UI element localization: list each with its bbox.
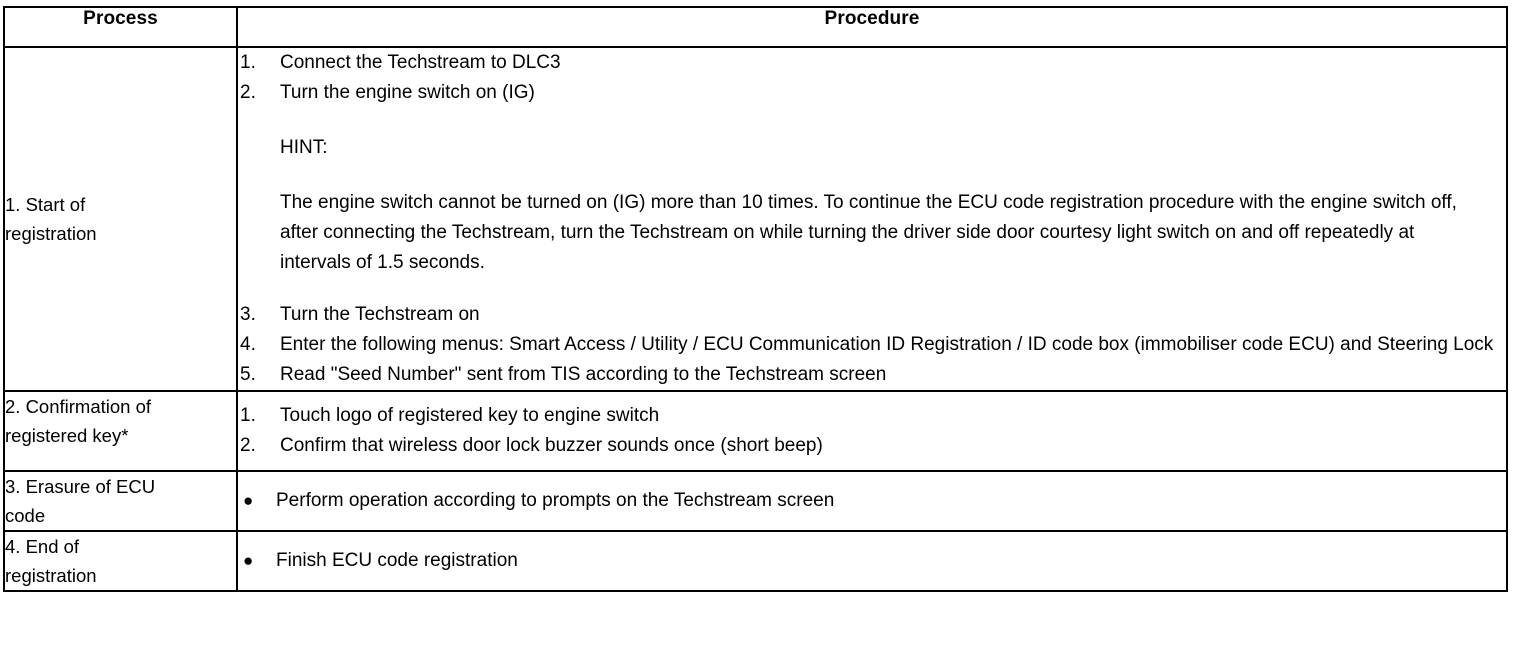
- list-item: 1. Connect the Techstream to DLC3: [238, 48, 1506, 78]
- step-number: 1.: [240, 52, 256, 73]
- numbered-step-list: 1. Touch logo of registered key to engin…: [238, 401, 1506, 461]
- table-header-row: Process Procedure: [3, 6, 1508, 48]
- step-number: 1.: [240, 405, 256, 426]
- step-text: Read "Seed Number" sent from TIS accordi…: [280, 364, 887, 385]
- process-cell-erasure-of-ecu-code: 3. Erasure of ECU code: [3, 470, 238, 532]
- hint-label: HINT:: [280, 137, 328, 158]
- ecu-code-registration-procedure-table: Process Procedure 1. Start of registrati…: [3, 6, 1508, 592]
- numbered-step-list-after-hint: 3. Turn the Techstream on 4. Enter the f…: [238, 300, 1506, 390]
- step-text: Connect the Techstream to DLC3: [280, 52, 561, 73]
- procedure-cell-end-of-registration: ● Finish ECU code registration: [236, 530, 1508, 592]
- table-row: 3. Erasure of ECU code ● Perform operati…: [3, 470, 1508, 532]
- process-label: 1. Start of registration: [5, 194, 97, 244]
- step-text: Finish ECU code registration: [276, 550, 518, 571]
- table-row: 4. End of registration ● Finish ECU code…: [3, 530, 1508, 592]
- step-number: 5.: [240, 364, 256, 385]
- hint-block: HINT: The engine switch cannot be turned…: [238, 133, 1506, 278]
- bullet-step-list: ● Perform operation according to prompts…: [238, 486, 1506, 516]
- table-row: 2. Confirmation of registered key* 1. To…: [3, 390, 1508, 472]
- spacer: [238, 278, 1506, 300]
- list-item: 5. Read "Seed Number" sent from TIS acco…: [238, 360, 1506, 390]
- column-header-process: Process: [3, 6, 238, 48]
- step-text: Touch logo of registered key to engine s…: [280, 405, 660, 426]
- step-number: 4.: [240, 334, 256, 355]
- list-item: ● Finish ECU code registration: [238, 546, 1506, 576]
- bullet-step-list: ● Finish ECU code registration: [238, 546, 1506, 576]
- list-item: ● Perform operation according to prompts…: [238, 486, 1506, 516]
- procedure-cell-start-of-registration: 1. Connect the Techstream to DLC3 2. Tur…: [236, 46, 1508, 392]
- procedure-cell-erasure-of-ecu-code: ● Perform operation according to prompts…: [236, 470, 1508, 532]
- step-text: Turn the Techstream on: [280, 304, 480, 325]
- table-row: 1. Start of registration 1. Connect the …: [3, 46, 1508, 392]
- step-text: Enter the following menus: Smart Access …: [280, 334, 1494, 355]
- list-item: 4. Enter the following menus: Smart Acce…: [238, 330, 1506, 360]
- step-text: Perform operation according to prompts o…: [276, 490, 835, 511]
- process-label: 3. Erasure of ECU code: [5, 476, 156, 526]
- step-number: 3.: [240, 304, 256, 325]
- list-item: 3. Turn the Techstream on: [238, 300, 1506, 330]
- step-number: 2.: [240, 435, 256, 456]
- list-item: 2. Confirm that wireless door lock buzze…: [238, 431, 1506, 461]
- list-item: 2. Turn the engine switch on (IG): [238, 78, 1506, 108]
- step-text: Confirm that wireless door lock buzzer s…: [280, 435, 823, 456]
- bullet-icon: ●: [243, 491, 254, 510]
- procedure-cell-confirmation-of-registered-key: 1. Touch logo of registered key to engin…: [236, 390, 1508, 472]
- spacer: [238, 108, 1506, 133]
- column-header-procedure: Procedure: [236, 6, 1508, 48]
- numbered-step-list-before-hint: 1. Connect the Techstream to DLC3 2. Tur…: [238, 48, 1506, 108]
- process-cell-confirmation-of-registered-key: 2. Confirmation of registered key*: [3, 390, 238, 472]
- bullet-icon: ●: [243, 551, 254, 570]
- process-cell-end-of-registration: 4. End of registration: [3, 530, 238, 592]
- process-label: 4. End of registration: [5, 536, 97, 586]
- step-number: 2.: [240, 82, 256, 103]
- spacer: [280, 163, 1506, 188]
- hint-body-text: The engine switch cannot be turned on (I…: [280, 192, 1457, 273]
- process-cell-start-of-registration: 1. Start of registration: [3, 46, 238, 392]
- step-text: Turn the engine switch on (IG): [280, 82, 535, 103]
- list-item: 1. Touch logo of registered key to engin…: [238, 401, 1506, 431]
- process-label: 2. Confirmation of registered key*: [5, 396, 152, 446]
